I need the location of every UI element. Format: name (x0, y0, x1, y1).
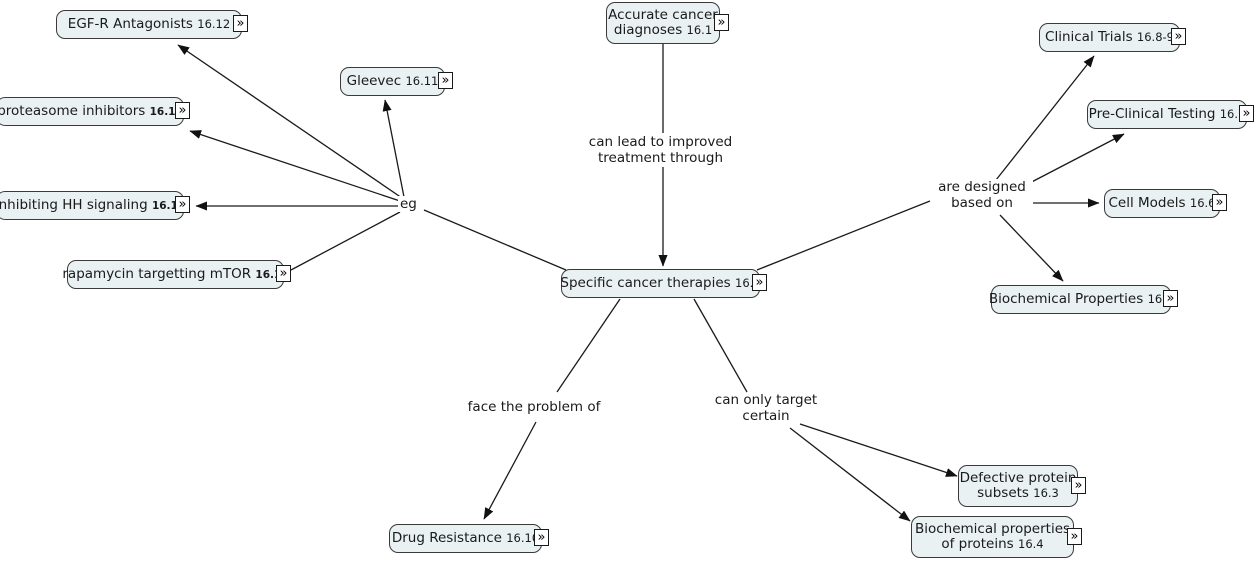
node-badge-icon-clinical-trials[interactable]: » (1171, 28, 1186, 45)
link-label-line-1: can lead to improved (588, 134, 733, 150)
node-badge-icon-egf-r-antagonists[interactable]: » (233, 15, 248, 32)
node-egf-r-antagonists[interactable]: EGF-R Antagonists 16.12 (56, 10, 242, 39)
edge-specific-to-designed (756, 200, 931, 271)
link-label-line-1: face the problem of (467, 399, 601, 415)
node-badge-icon-pre-clinical-testing[interactable]: » (1239, 105, 1254, 122)
link-label-line-2: treatment through (597, 150, 724, 166)
node-badge-icon-accurate-cancer-diagnoses[interactable]: » (714, 14, 729, 31)
edge-eg-to-proteasome (189, 130, 401, 202)
edge-specific-to-onlytarget (693, 298, 748, 393)
node-label: Clinical Trials 16.8-9 (1045, 29, 1174, 45)
node-label: Gleevec 16.11 (346, 73, 439, 89)
node-pre-clinical-testing[interactable]: Pre-Clinical Testing 16.7 (1087, 100, 1247, 129)
node-badge-icon-defective-protein-subsets[interactable]: » (1071, 477, 1086, 494)
link-label-can-lead-to-improved-treatment-through[interactable]: can lead to improved treatment through (583, 134, 738, 166)
node-label: Biochemical Properties 16.5 (988, 291, 1174, 307)
node-label: inhibiting HH signaling 16.14 (0, 196, 186, 213)
edge-designed-to-biochemprops (999, 214, 1064, 282)
node-number: 16.10 (506, 531, 540, 545)
edge-designed-to-preclinical (1021, 133, 1125, 188)
link-label-line-1: can only target (714, 392, 818, 408)
edge-eg-to-rapamycin (290, 211, 401, 271)
edge-faceproblem-to-drugres (483, 421, 537, 520)
node-number: 16.1 (686, 23, 713, 37)
edge-designed-to-trials (995, 55, 1095, 181)
node-label-line-2: of proteins 16.4 (941, 536, 1044, 552)
node-badge-icon-inhibiting-hh-signaling[interactable]: » (175, 196, 190, 213)
node-specific-cancer-therapies[interactable]: Specific cancer therapies 16.2 (560, 269, 761, 298)
edge-eg-to-gleevec (382, 99, 405, 198)
node-gleevec[interactable]: Gleevec 16.11 (340, 67, 445, 96)
node-proteasome-inhibitors[interactable]: proteasome inhibitors 16.13 (0, 97, 184, 126)
link-label-line-2: based on (951, 195, 1013, 211)
node-number: 16.7 (1219, 107, 1246, 121)
node-number: 16.13 (149, 105, 183, 118)
node-accurate-cancer-diagnoses[interactable]: Accurate cancer diagnoses 16.1 (606, 2, 720, 44)
node-badge-icon-drug-resistance[interactable]: » (534, 529, 549, 546)
node-number: 16.4 (1018, 537, 1044, 551)
node-label-line-1: Defective protein (959, 470, 1077, 486)
node-badge-icon-cell-models[interactable]: » (1212, 194, 1227, 211)
node-number: 16.3 (1033, 486, 1059, 500)
node-label-line-2: diagnoses 16.1 (613, 22, 713, 38)
node-badge-icon-rapamycin-targetting-mtor[interactable]: » (276, 265, 291, 282)
node-badge-icon-biochemical-properties[interactable]: » (1163, 290, 1178, 307)
node-badge-icon-biochemical-properties-of-proteins[interactable]: » (1067, 528, 1082, 545)
node-label: EGF-R Antagonists 16.12 (67, 16, 231, 32)
node-rapamycin-targetting-mtor[interactable]: rapamycin targetting mTOR 16.15 (62, 260, 289, 289)
node-badge-icon-proteasome-inhibitors[interactable]: » (175, 102, 190, 119)
node-badge-icon-specific-cancer-therapies[interactable]: » (752, 274, 767, 291)
link-label-face-the-problem-of[interactable]: face the problem of (464, 399, 604, 415)
link-label-can-only-target-certain[interactable]: can only target certain (710, 392, 822, 424)
node-defective-protein-subsets[interactable]: Defective protein subsets 16.3 (958, 465, 1078, 507)
edge-onlytarget-to-biochemproteins (789, 427, 911, 522)
edge-onlytarget-to-defective (799, 423, 958, 477)
link-label-line-2: certain (742, 408, 790, 424)
node-label: Cell Models 16.6 (1108, 195, 1216, 211)
link-label-eg[interactable]: eg (398, 196, 419, 212)
node-badge-icon-gleevec[interactable]: » (438, 72, 453, 89)
node-label: Drug Resistance 16.10 (391, 530, 540, 546)
edge-specific-to-faceproblem (556, 298, 621, 393)
node-label: rapamycin targetting mTOR 16.15 (62, 265, 289, 282)
edge-specific-to-eg (423, 209, 567, 271)
node-number: 16.12 (197, 17, 231, 31)
node-label-line-1: Biochemical properties (914, 521, 1071, 537)
edge-eg-to-egfr (177, 44, 403, 199)
node-label: Pre-Clinical Testing 16.7 (1088, 106, 1246, 122)
node-cell-models[interactable]: Cell Models 16.6 (1104, 189, 1220, 218)
node-number: 16.11 (405, 74, 439, 88)
node-number: 16.6 (1189, 196, 1216, 210)
node-biochemical-properties[interactable]: Biochemical Properties 16.5 (988, 285, 1174, 314)
node-number: 16.8-9 (1136, 30, 1174, 44)
node-label: Specific cancer therapies 16.2 (560, 275, 761, 291)
node-drug-resistance[interactable]: Drug Resistance 16.10 (389, 524, 542, 553)
link-label-text: eg (400, 196, 417, 212)
node-label-line-2: subsets 16.3 (977, 485, 1059, 501)
node-clinical-trials[interactable]: Clinical Trials 16.8-9 (1039, 23, 1180, 52)
node-inhibiting-hh-signaling[interactable]: inhibiting HH signaling 16.14 (0, 191, 186, 220)
link-label-line-1: are designed (938, 179, 1026, 195)
link-label-are-designed-based-on[interactable]: are designed based on (931, 179, 1033, 211)
node-label: proteasome inhibitors 16.13 (0, 102, 183, 119)
node-biochemical-properties-of-proteins[interactable]: Biochemical properties of proteins 16.4 (911, 516, 1074, 558)
node-label-line-1: Accurate cancer (608, 7, 718, 23)
